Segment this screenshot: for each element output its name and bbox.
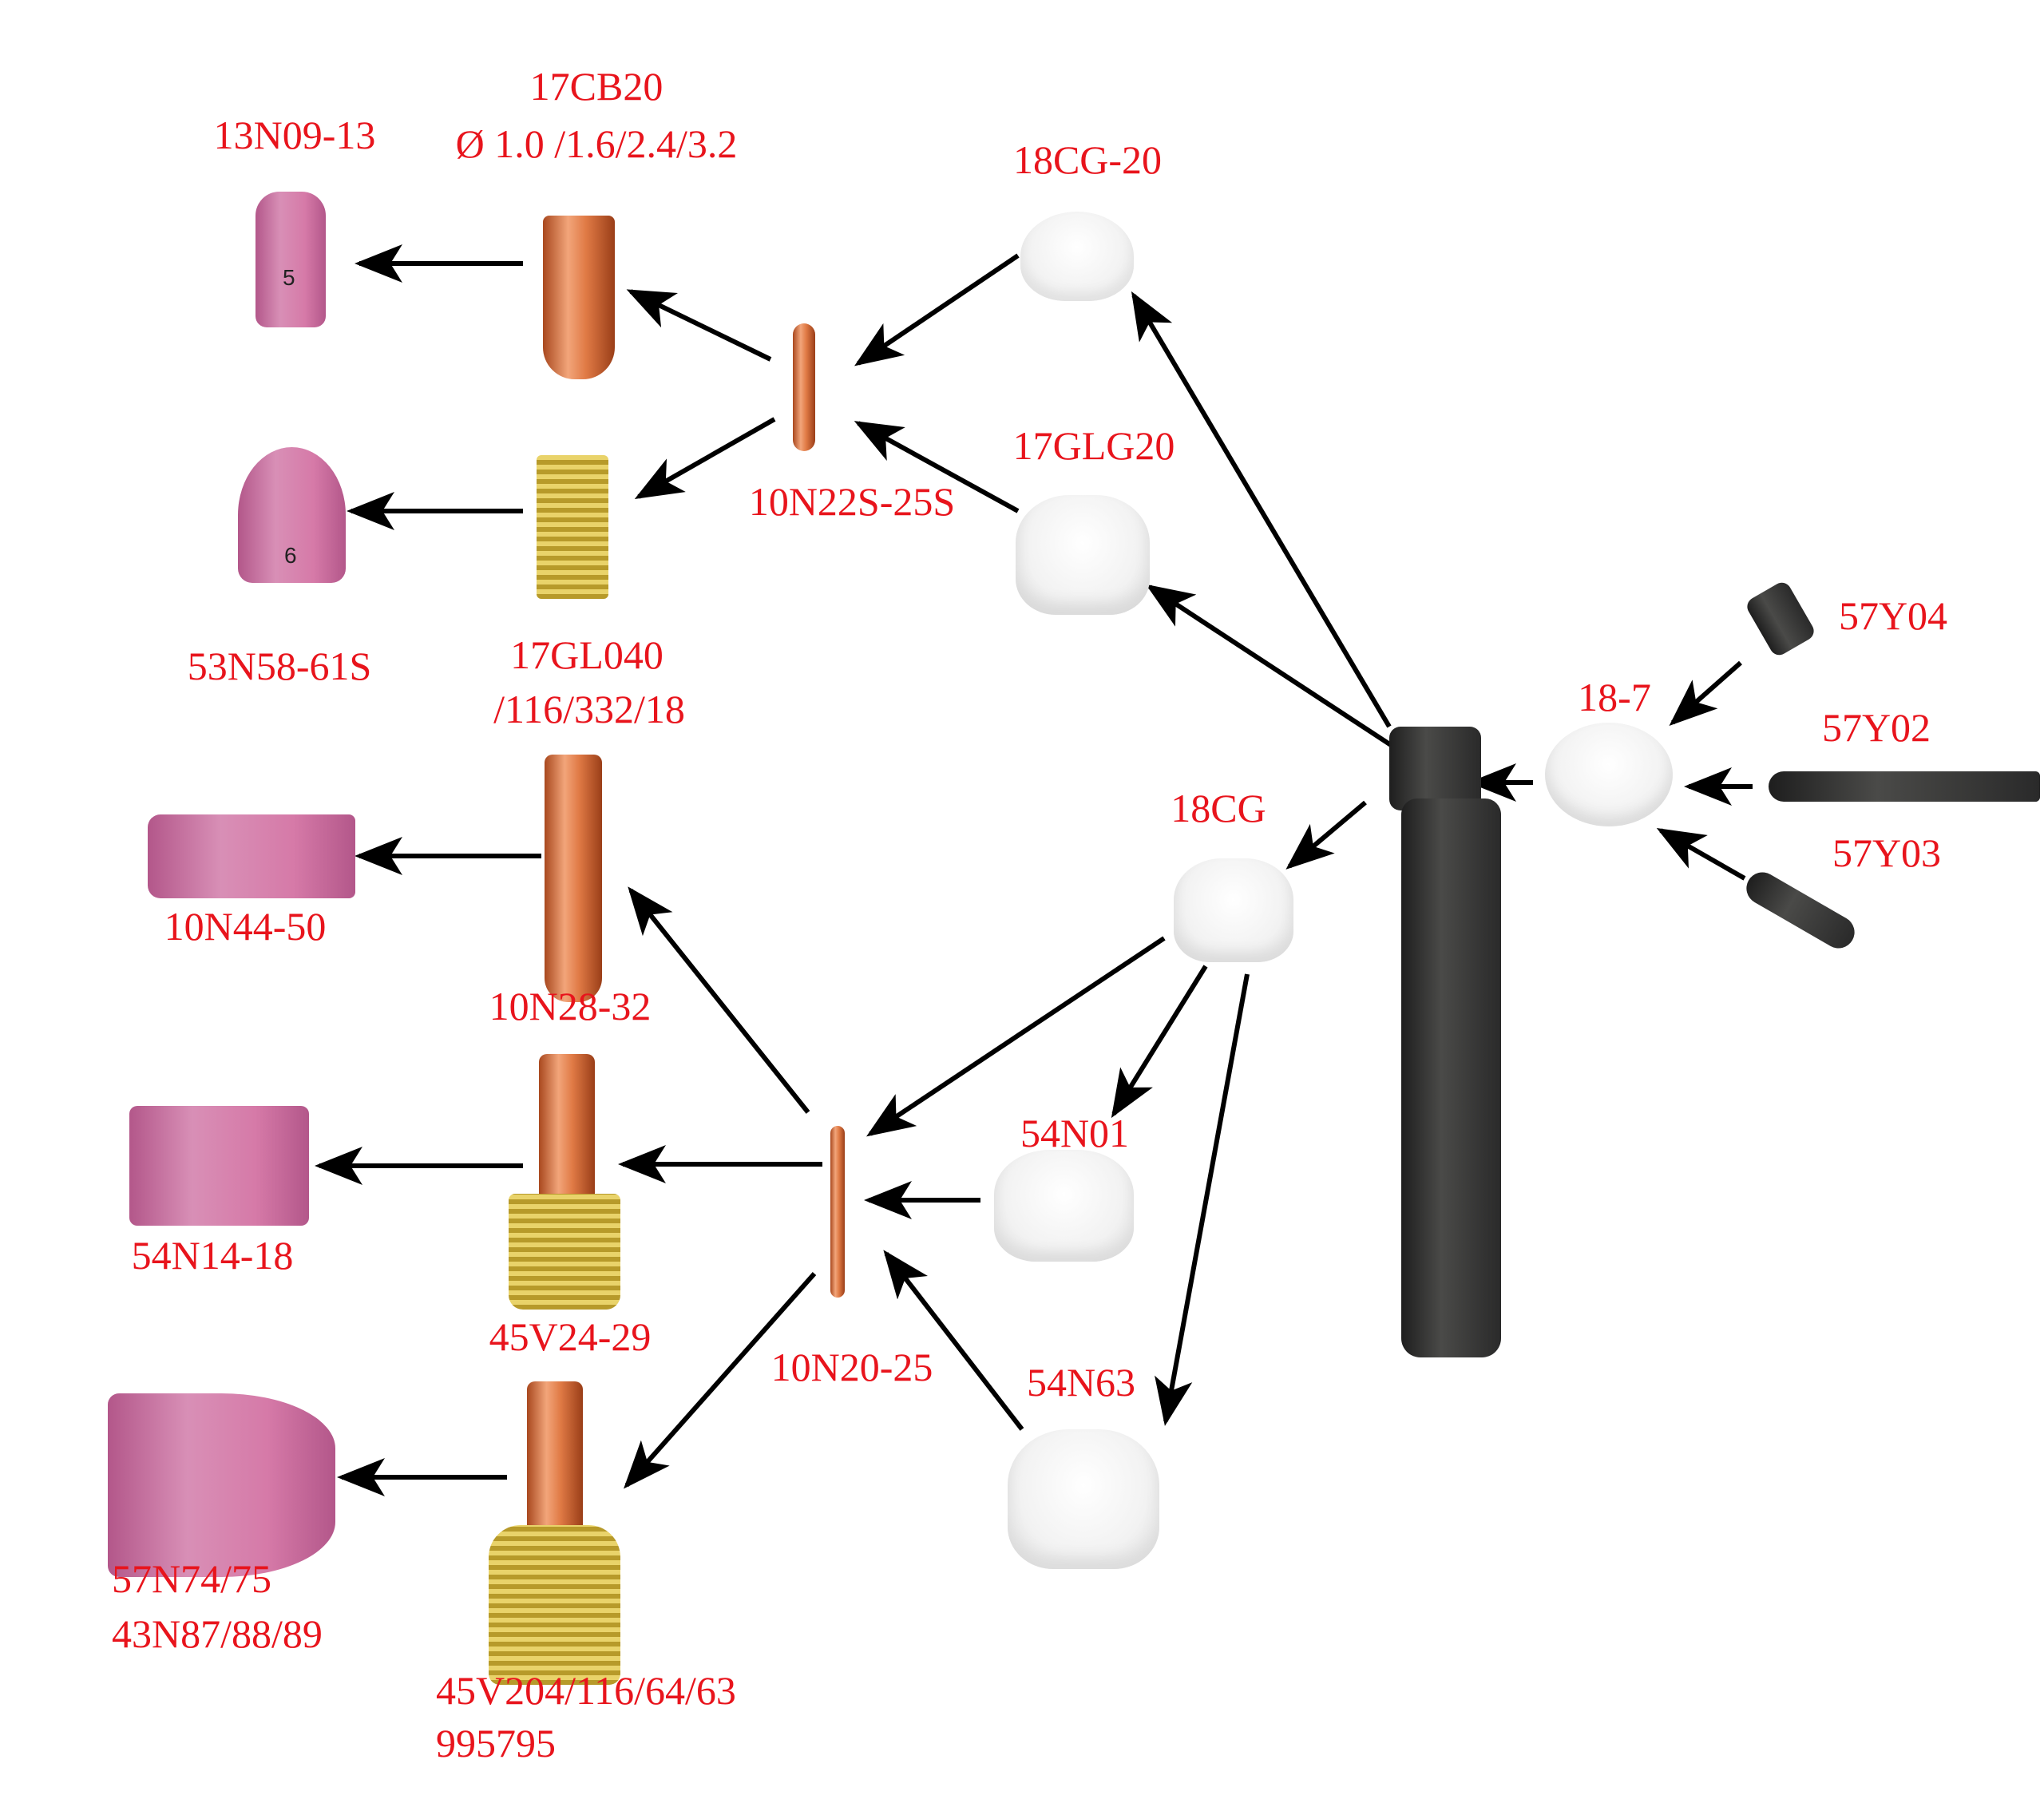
arrow-57Y04-to-18-7 [1669,660,1742,726]
insulator-54N63-image [1008,1429,1159,1569]
label-18CG-20: 18CG-20 [1012,137,1163,182]
arrow-collet-to-17CB20 [626,289,772,362]
label-57N74-75: 57N74/75 [112,1556,271,1601]
label-10N28-32: 10N28-32 [489,984,652,1028]
arrow-18CG-to-54N63 [1155,973,1250,1426]
gas-lens-45V204-image [489,1525,620,1685]
label-45V24-29: 45V24-29 [489,1314,652,1359]
arrow-torch-to-17GLG20 [1145,584,1395,749]
arrow-collet-to-17GL040 [634,417,776,499]
label-57Y03: 57Y03 [1832,830,1942,875]
arrow-54N63-to-10N20 [883,1250,1024,1431]
insulator-18CG-image [1174,858,1293,962]
label-17GL040: 17GL040 [510,632,664,677]
label-54N14-18: 54N14-18 [131,1233,294,1278]
label-43N87-88-89: 43N87/88/89 [112,1611,323,1656]
label-18-7: 18-7 [1578,675,1651,719]
arrow-torch-to-18CG [1285,800,1367,870]
cup-54N14-18-image [129,1106,309,1226]
gas-lens-insulator-17GLG20-image [1016,495,1150,615]
label-10N22S-25S: 10N22S-25S [748,479,956,524]
cup-number-marking: 6 [284,543,297,568]
label-10N20-25: 10N20-25 [770,1345,933,1389]
label-17CB20-sizes: Ø 1.0 /1.6/2.4/3.2 [455,121,738,166]
cup-57N74-75-image [108,1393,335,1577]
label-995795: 995795 [436,1721,556,1765]
label-57Y02: 57Y02 [1821,705,1931,750]
arrow-torch-to-18CG-20 [1131,291,1392,728]
insulator-18CG-20-image [1020,212,1134,301]
label-13N09-13: 13N09-13 [213,113,376,157]
arrow-10N20-to-10N28 [628,886,810,1114]
torch-head-image [1389,727,1481,810]
arrow-57Y03-to-18-7 [1656,828,1746,881]
collet-10N22S-25S-image [793,323,815,451]
label-17GL040-sizes: /116/332/18 [493,687,685,731]
cup-53N58-61S-image: 6 [238,447,346,583]
insulator-54N01-image [994,1150,1134,1262]
arrow-18CG-to-54N01 [1111,965,1208,1119]
arrow-10N20-to-45V204 [624,1272,817,1489]
arrow-17GLG20-to-collet [854,421,1020,513]
label-54N63: 54N63 [1026,1360,1136,1405]
cup-10N44-50-image [148,814,355,898]
collet-10N20-25-image [830,1126,845,1298]
gas-lens-45V204-copper [527,1381,583,1533]
collet-body-17CB20-image [543,216,615,379]
label-18CG: 18CG [1171,786,1266,830]
cup-13N09-13-image: 5 [256,192,326,327]
label-53N58-61S: 53N58-61S [187,644,372,688]
back-cap-57Y02-image [1769,771,2040,802]
label-10N44-50: 10N44-50 [164,904,327,949]
label-17CB20: 17CB20 [529,64,664,109]
cup-number-marking: 5 [283,265,295,290]
gas-lens-45V24-29-image [509,1194,620,1310]
label-54N01: 54N01 [1020,1111,1130,1155]
gas-lens-45V24-29-copper [539,1054,595,1198]
label-57Y04: 57Y04 [1838,593,1948,638]
label-45V204: 45V204/116/64/63 [436,1668,736,1713]
label-17GLG20: 17GLG20 [1012,423,1175,468]
arrow-18CG-to-10N20 [866,936,1166,1137]
insulator-18-7-image [1545,723,1673,826]
collet-body-10N28-32-image [545,755,602,1002]
gas-lens-17GL040-image [537,455,608,599]
arrow-18CG-20-to-collet [854,253,1020,367]
torch-handle-image [1401,798,1501,1357]
